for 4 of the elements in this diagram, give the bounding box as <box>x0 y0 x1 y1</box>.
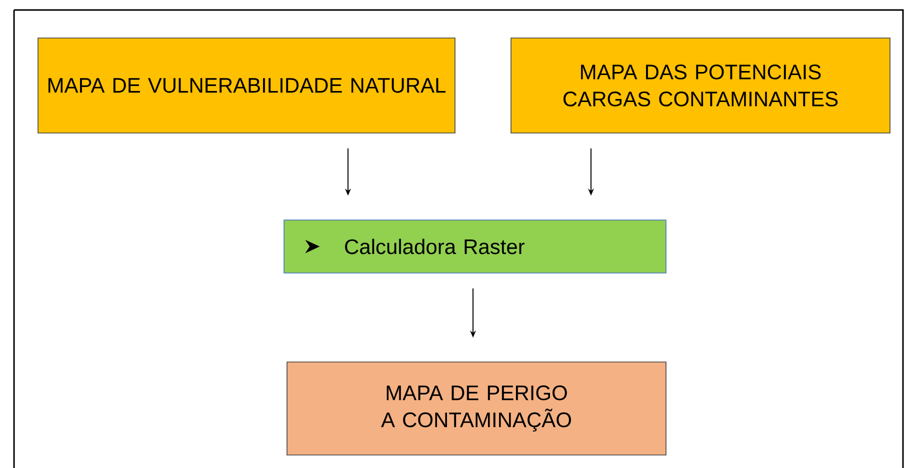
process-box: MAPA DE PERIGO A CONTAMINAÇÃO <box>286 362 666 456</box>
process-box: MAPA DE VULNERABILIDADE NATURAL <box>38 38 456 134</box>
process-box: Calculadora Raster <box>284 220 666 274</box>
process-box: MAPA DAS POTENCIAIS CARGAS CONTAMINANTES <box>510 38 890 134</box>
